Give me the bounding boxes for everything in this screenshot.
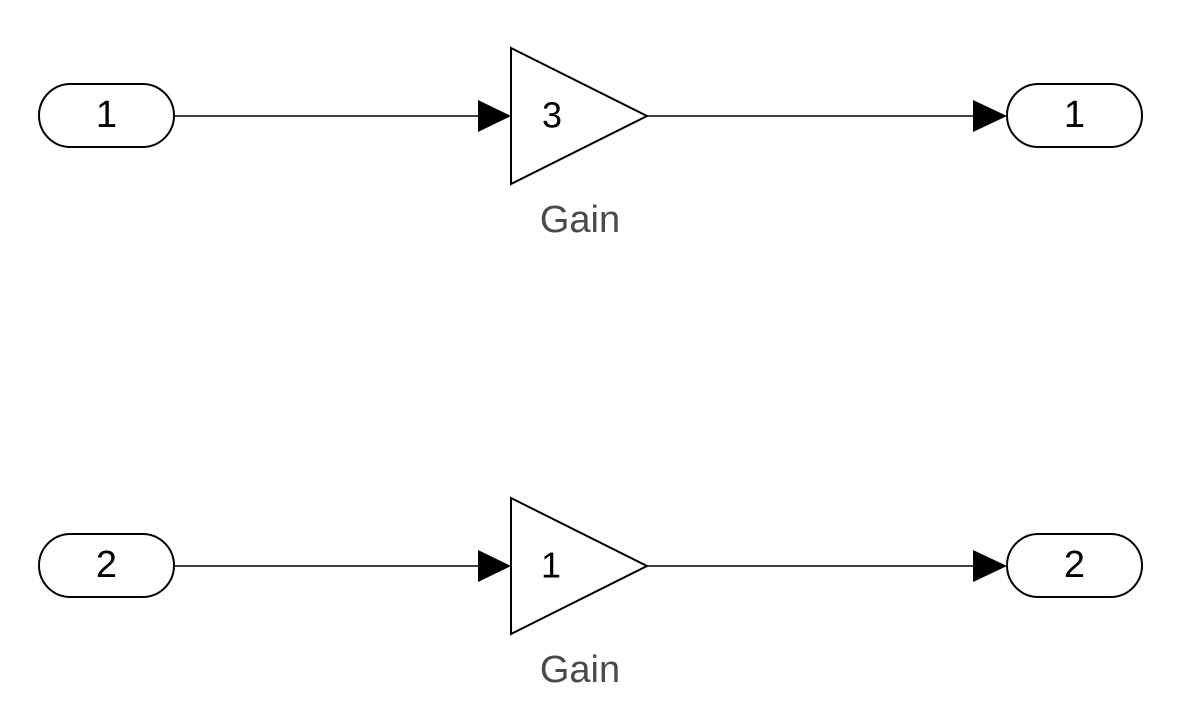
inport-label: 1 [96, 94, 117, 136]
outport-block-2[interactable]: 2 [1006, 533, 1143, 598]
signal-line-in-1[interactable] [174, 100, 511, 132]
inport-block-1[interactable]: 1 [38, 83, 175, 148]
inport-block-2[interactable]: 2 [38, 533, 175, 598]
signal-line-in-2[interactable] [174, 550, 511, 582]
signal-line-out-2[interactable] [647, 550, 1007, 582]
gain-block-name: Gain [540, 199, 620, 241]
outport-shape [1006, 533, 1143, 598]
outport-label: 1 [1064, 94, 1085, 136]
gain-value: 3 [542, 95, 562, 136]
signal-row-1: 1 3 Gain 1 [38, 46, 1143, 241]
outport-block-1[interactable]: 1 [1006, 83, 1143, 148]
outport-shape [1006, 83, 1143, 148]
gain-triangle [510, 496, 650, 636]
gain-block-name: Gain [540, 649, 620, 691]
arrowhead [973, 550, 1007, 582]
inport-label: 2 [96, 544, 117, 586]
gain-value: 1 [541, 545, 561, 586]
arrowhead [478, 550, 511, 582]
gain-triangle [510, 46, 650, 186]
arrowhead [973, 100, 1007, 132]
arrowhead [478, 100, 511, 132]
outport-label: 2 [1064, 544, 1085, 586]
gain-block-2[interactable]: 1 Gain [510, 496, 650, 691]
gain-block-1[interactable]: 3 Gain [510, 46, 650, 241]
signal-row-2: 2 1 Gain 2 [38, 496, 1143, 691]
signal-line-out-1[interactable] [647, 100, 1007, 132]
